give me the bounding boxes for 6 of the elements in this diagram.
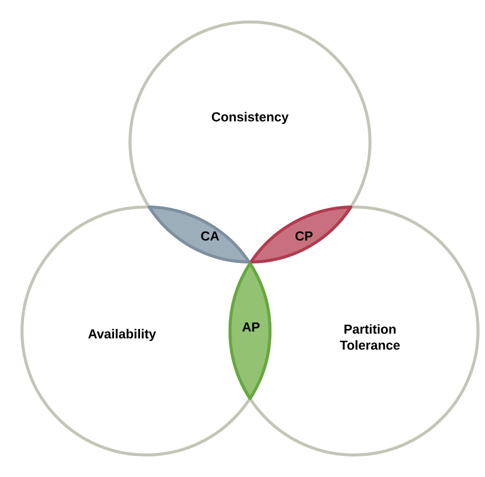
overlap-region: AP xyxy=(228,262,272,400)
overlap-region: CP xyxy=(249,206,352,264)
circle-label: Availability xyxy=(88,328,156,342)
circle-label: Partition Tolerance xyxy=(340,324,400,350)
circle-label: Consistency xyxy=(212,112,289,124)
overlap-region: CA xyxy=(148,206,251,264)
